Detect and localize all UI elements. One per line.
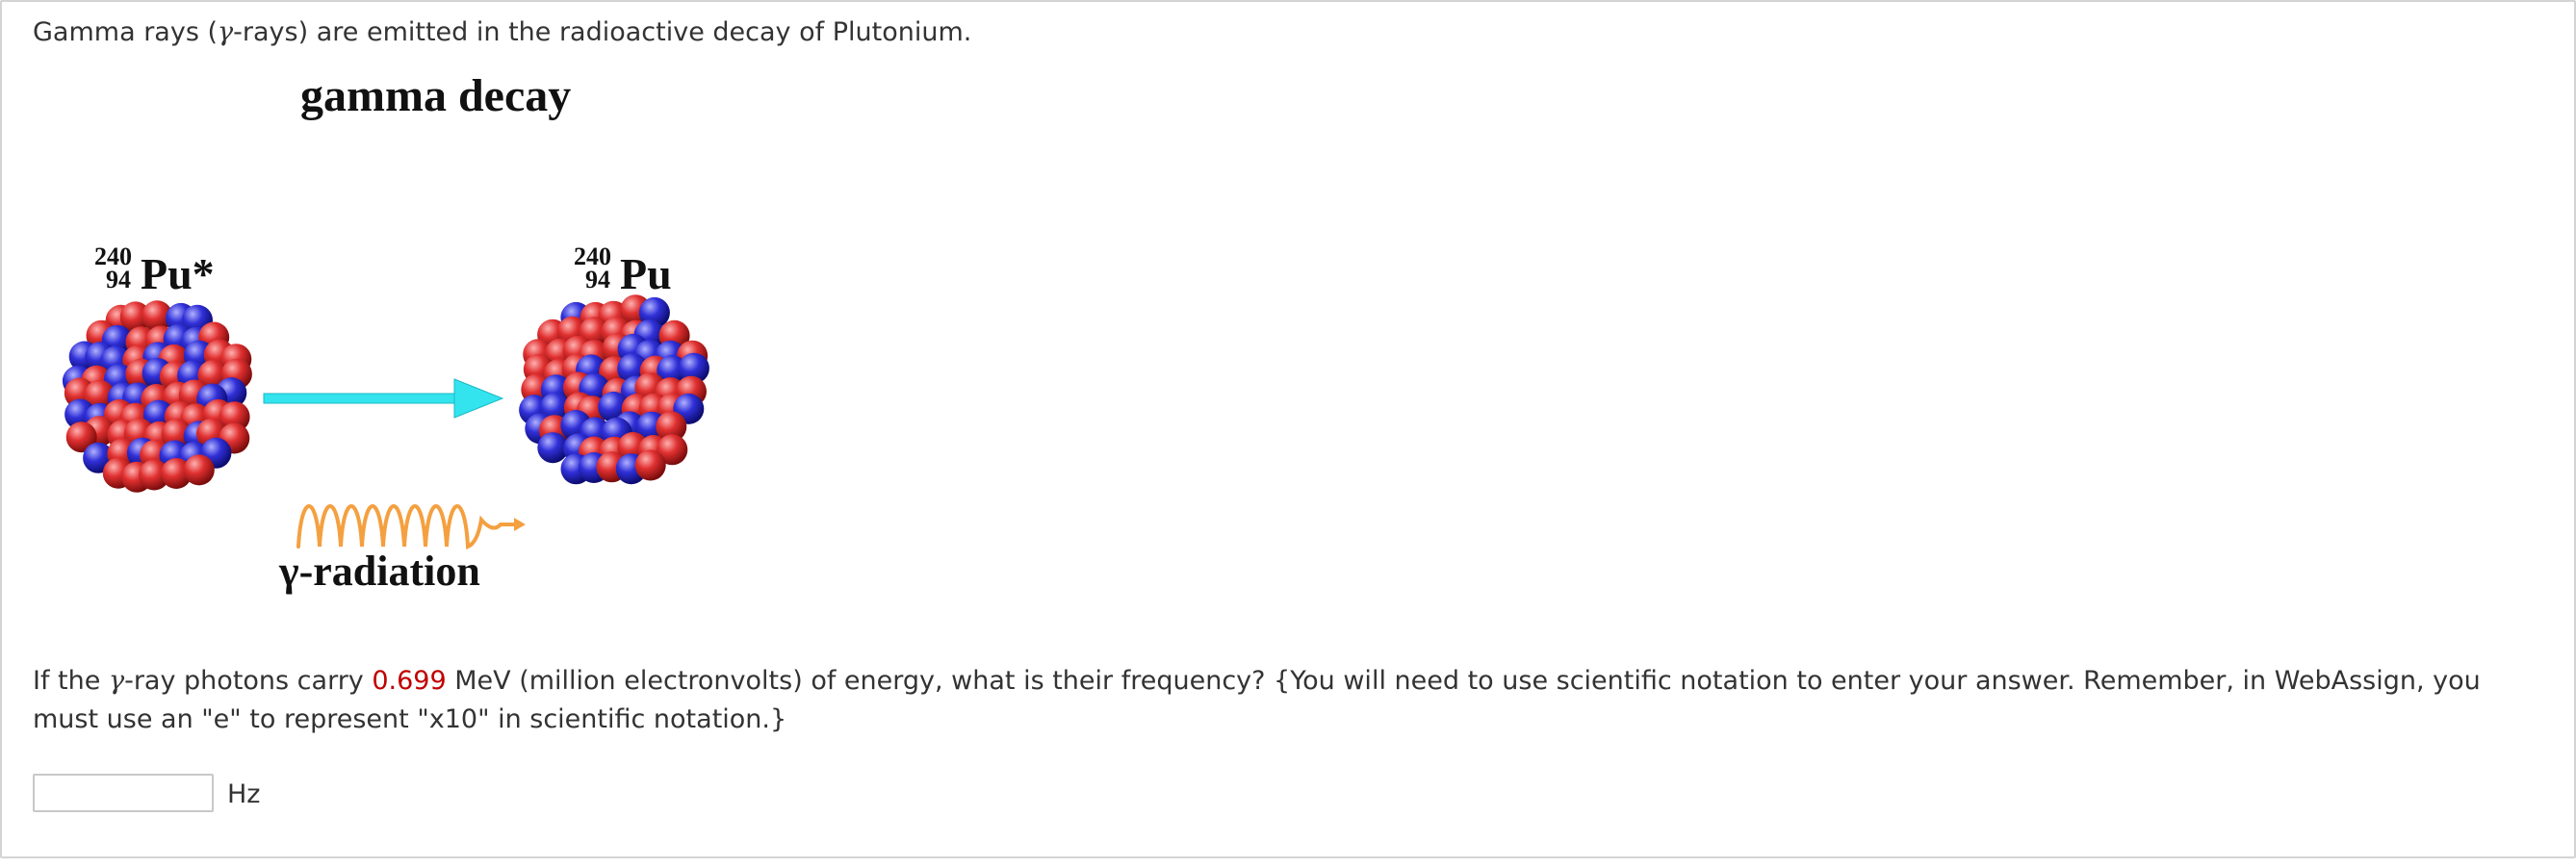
nucleon-sphere [139, 459, 170, 491]
question-part3: MeV (million electronvolts) of energy, w… [33, 666, 2481, 734]
gamma-decay-figure: gamma decay 240 94 Pu* 240 94 Pu [50, 65, 724, 614]
intro-text: Gamma rays (γ-rays) are emitted in the r… [33, 13, 971, 52]
nucleon-sphere [119, 301, 151, 333]
nucleon-sphere [219, 401, 250, 433]
nucleon-sphere [183, 454, 215, 486]
parent-symbol: Pu* [141, 249, 215, 298]
figure-title: gamma decay [300, 70, 572, 121]
intro-before: Gamma rays ( [33, 17, 219, 47]
daughter-mass-number: 240 [574, 243, 611, 270]
gamma-symbol: γ [218, 17, 234, 47]
gamma-radiation-label: γ-radiation [279, 548, 480, 595]
decay-arrow [263, 378, 504, 419]
gamma-wave [296, 504, 526, 549]
question-part1: If the [33, 666, 109, 696]
nucleon-sphere [161, 458, 193, 489]
nucleon-sphere [65, 421, 97, 453]
daughter-symbol: Pu [620, 249, 672, 298]
nucleon-sphere [656, 411, 687, 443]
nucleon-sphere [634, 449, 666, 481]
daughter-nucleus [519, 294, 709, 485]
parent-nucleus [62, 300, 252, 493]
unit-label: Hz [227, 779, 261, 809]
parent-atomic-number: 94 [106, 266, 131, 294]
nucleon-sphere [678, 352, 709, 384]
question-part2: -ray photons carry [124, 666, 373, 696]
frequency-answer-input[interactable] [33, 774, 214, 812]
nucleon-sphere [657, 434, 688, 466]
parent-mass-number: 240 [94, 243, 132, 270]
nucleon-sphere [142, 300, 173, 332]
decay-illustration [62, 294, 709, 549]
gamma-symbol-question: γ [108, 666, 125, 696]
daughter-atomic-number: 94 [585, 266, 610, 294]
energy-value: 0.699 [372, 666, 447, 696]
intro-after: -rays) are emitted in the radioactive de… [233, 17, 972, 47]
nucleon-sphere [537, 432, 569, 464]
nucleon-sphere [84, 379, 116, 411]
question-text: If the γ-ray photons carry 0.699 MeV (mi… [33, 662, 2536, 739]
